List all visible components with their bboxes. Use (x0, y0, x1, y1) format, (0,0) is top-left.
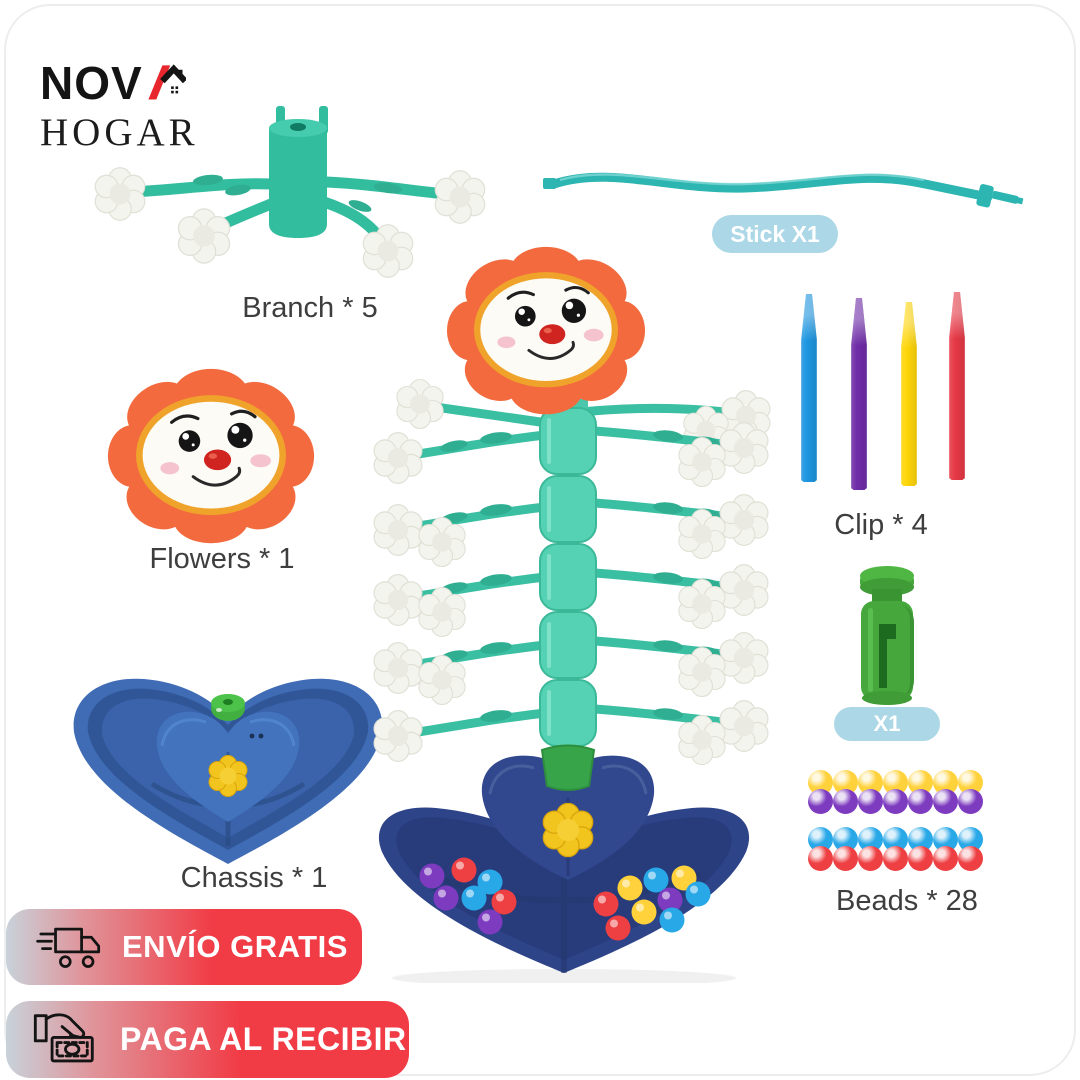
bead (808, 846, 833, 871)
bead (833, 846, 858, 871)
chassis-label: Chassis * 1 (180, 862, 328, 894)
clip-label: Clip * 4 (834, 509, 928, 541)
bead (883, 846, 908, 871)
bead (858, 789, 883, 814)
free-shipping-text: ENVÍO GRATIS (122, 929, 348, 964)
toy-flower-head (445, 245, 647, 416)
cash-on-delivery-text: PAGA AL RECIBIR (120, 1021, 407, 1057)
flowers-label: Flowers * 1 (149, 543, 295, 575)
branch-part-image (94, 106, 486, 278)
brand-logo: NOV HOGAR (40, 60, 199, 155)
assembled-toy-image (373, 245, 771, 983)
bead (958, 770, 983, 795)
bead (908, 846, 933, 871)
logo-house-a-icon (148, 64, 186, 100)
stick-badge: Stick X1 (712, 215, 838, 253)
clip-part-3 (901, 302, 917, 486)
delivery-truck-icon (36, 927, 101, 968)
bead (933, 789, 958, 814)
logo-text-nov: NOV (40, 57, 143, 109)
bead-row-2 (808, 789, 983, 814)
clip-part-1 (801, 294, 817, 482)
bead (833, 789, 858, 814)
toy-stem (539, 390, 597, 791)
chassis-part-image (73, 678, 383, 864)
lock-part-image (860, 566, 914, 705)
bead (958, 789, 983, 814)
beads-image (808, 770, 983, 871)
clip-part-2 (851, 298, 867, 490)
logo-text-hogar: HOGAR (40, 111, 199, 154)
toy-base (378, 755, 750, 983)
bead-row-4 (808, 846, 983, 871)
bead (808, 789, 833, 814)
branch-label: Branch * 5 (242, 292, 378, 324)
free-shipping-banner: ENVÍO GRATIS (6, 909, 362, 985)
bead (883, 789, 908, 814)
clips-image (790, 288, 1002, 494)
flower-part-image (106, 368, 316, 545)
bead (858, 846, 883, 871)
clip-part-4 (949, 292, 965, 480)
cash-payment-icon (33, 1012, 94, 1062)
lock-badge: X1 (834, 707, 940, 741)
bead (958, 846, 983, 871)
beads-label: Beads * 28 (836, 885, 978, 917)
bead (933, 846, 958, 871)
bead (908, 789, 933, 814)
stick-part-image (543, 172, 1024, 208)
cash-on-delivery-banner: PAGA AL RECIBIR (6, 1001, 409, 1078)
